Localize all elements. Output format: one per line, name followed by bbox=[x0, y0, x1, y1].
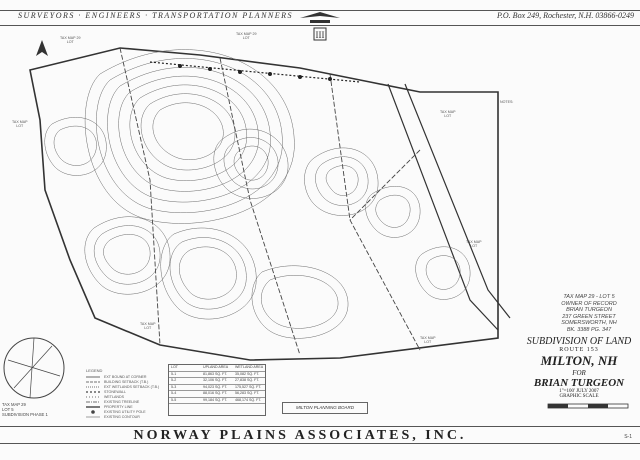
table-cell: 5-1 bbox=[171, 371, 177, 376]
table-cell: 32,106 SQ. FT. bbox=[203, 378, 228, 382]
table-cell: 5-3 bbox=[171, 384, 177, 389]
route-153-road-edge bbox=[404, 83, 511, 319]
contour-lines bbox=[44, 49, 471, 339]
plan-place: MILTON, NH bbox=[540, 353, 618, 368]
plan-for: FOR bbox=[572, 369, 586, 377]
planning-board-block: MILTON PLANNING BOARD bbox=[282, 402, 368, 414]
footer-band bbox=[0, 426, 640, 444]
property-boundary bbox=[29, 47, 499, 361]
legend-item: EXT BOUND AT CORNER bbox=[104, 375, 147, 379]
title-block: SUBDIVISION OF LAND ROUTE 153 MILTON, NH… bbox=[520, 336, 638, 399]
table-header: WETLAND AREA bbox=[235, 365, 264, 369]
legend-item: EXT WETLANDS SETBACK (T.B.) bbox=[104, 385, 160, 389]
legend-item: STONEWALL bbox=[104, 390, 126, 394]
logo-numeral: III bbox=[316, 30, 325, 40]
table-cell: 94,023 SQ. FT. bbox=[203, 384, 228, 389]
legend-title: LEGEND bbox=[86, 368, 103, 373]
table-header: LOT bbox=[171, 365, 178, 369]
side-note-line: LOT 5 bbox=[2, 407, 14, 412]
table-row: 5-3 94,023 SQ. FT. 175,527 SQ. FT. bbox=[169, 384, 265, 391]
legend-item: PROPERTY LINE bbox=[104, 405, 133, 409]
table-row: 5-5 99,184 SQ. FT. 468,174 SQ. FT. bbox=[169, 397, 265, 404]
plan-title: SUBDIVISION OF LAND bbox=[526, 336, 632, 347]
owner-heading: OWNER OF RECORD bbox=[561, 300, 617, 307]
plan-client: BRIAN TURGEON bbox=[533, 377, 625, 389]
table-cell: 35,082 SQ. FT. bbox=[235, 371, 260, 376]
sheet-number: S-1 bbox=[624, 434, 632, 440]
lot-line bbox=[329, 73, 421, 351]
table-cell: 81,863 SQ. FT. bbox=[203, 371, 228, 376]
lot-area-table: LOT UPLAND AREA WETLAND AREA 5-1 81,863 … bbox=[168, 364, 266, 416]
legend-item: BUILDING SETBACK (T.B.) bbox=[104, 380, 149, 384]
firm-name-footer: NORWAY PLAINS ASSOCIATES, INC. bbox=[133, 428, 467, 443]
table-cell: 5-2 bbox=[171, 378, 177, 382]
table-cell: 99,184 SQ. FT. bbox=[203, 397, 228, 402]
table-cell: 468,174 SQ. FT. bbox=[235, 397, 262, 402]
table-row: 5-1 81,863 SQ. FT. 35,082 SQ. FT. bbox=[169, 371, 265, 378]
header-band bbox=[0, 10, 640, 26]
graphic-scale-label: GRAPHIC SCALE bbox=[559, 394, 599, 399]
general-notes: NOTES: bbox=[500, 100, 630, 104]
table-row: 5-2 32,106 SQ. FT. 27,838 SQ. FT. bbox=[169, 378, 265, 385]
table-cell: 5-4 bbox=[171, 391, 177, 395]
table-cell: 5-5 bbox=[171, 397, 177, 402]
tax-map-lot: TAX MAP 29 - LOT 5 bbox=[563, 294, 615, 300]
table-cell: 88,016 SQ. FT. bbox=[203, 391, 228, 395]
owner-deed: BK. 3388 PG. 347 bbox=[566, 326, 612, 333]
owner-of-record: TAX MAP 29 - LOT 5 OWNER OF RECORD BRIAN… bbox=[540, 294, 638, 333]
owner-city: SOMERSWORTH, NH bbox=[561, 320, 617, 326]
table-header: UPLAND AREA bbox=[203, 365, 229, 369]
plan-route: ROUTE 153 bbox=[559, 347, 599, 353]
lot-line bbox=[119, 47, 161, 346]
north-arrow-icon bbox=[36, 40, 48, 56]
owner-name: BRIAN TURGEON bbox=[566, 307, 612, 313]
stonewall bbox=[149, 61, 361, 83]
side-note-line: SUBDIVISION PHASE 1 bbox=[2, 412, 48, 417]
utility-poles bbox=[178, 64, 332, 81]
owner-street: 237 GREEN STREET bbox=[562, 313, 616, 320]
table-cell: 175,527 SQ. FT. bbox=[235, 384, 262, 389]
firm-services-text: SURVEYORS · ENGINEERS · TRANSPORTATION P… bbox=[18, 11, 294, 20]
table-row: 5-4 88,016 SQ. FT. 56,283 SQ. FT. bbox=[169, 391, 265, 398]
graphic-scale-bar bbox=[547, 403, 629, 409]
firm-address-text: P.O. Box 249, Rochester, N.H. 03866-0249 bbox=[497, 11, 634, 20]
legend-swatches bbox=[86, 376, 100, 418]
locus-roads bbox=[7, 337, 61, 399]
lot-line bbox=[349, 149, 421, 221]
table-cell: 56,283 SQ. FT. bbox=[235, 391, 260, 395]
route-153-road bbox=[387, 83, 499, 331]
legend-item: WETLANDS bbox=[104, 395, 124, 399]
table-header-row: LOT UPLAND AREA WETLAND AREA bbox=[169, 365, 265, 372]
legend-item: EXISTING UTILITY POLE bbox=[104, 410, 146, 414]
note-line: NOTES: bbox=[500, 100, 514, 104]
legend-item: EXISTING CONTOUR bbox=[104, 415, 140, 419]
legend-item: EXISTING TREELINE bbox=[104, 400, 140, 404]
table-cell: 27,838 SQ. FT. bbox=[235, 378, 260, 382]
side-note: TAX MAP 29 LOT 5 SUBDIVISION PHASE 1 bbox=[2, 402, 48, 417]
lot-line bbox=[219, 57, 301, 356]
side-note-line: TAX MAP 29 bbox=[2, 402, 26, 407]
plan-scale-date: 1"=100' JULY 2007 bbox=[559, 389, 599, 394]
firm-logo-icon: III bbox=[300, 12, 340, 41]
